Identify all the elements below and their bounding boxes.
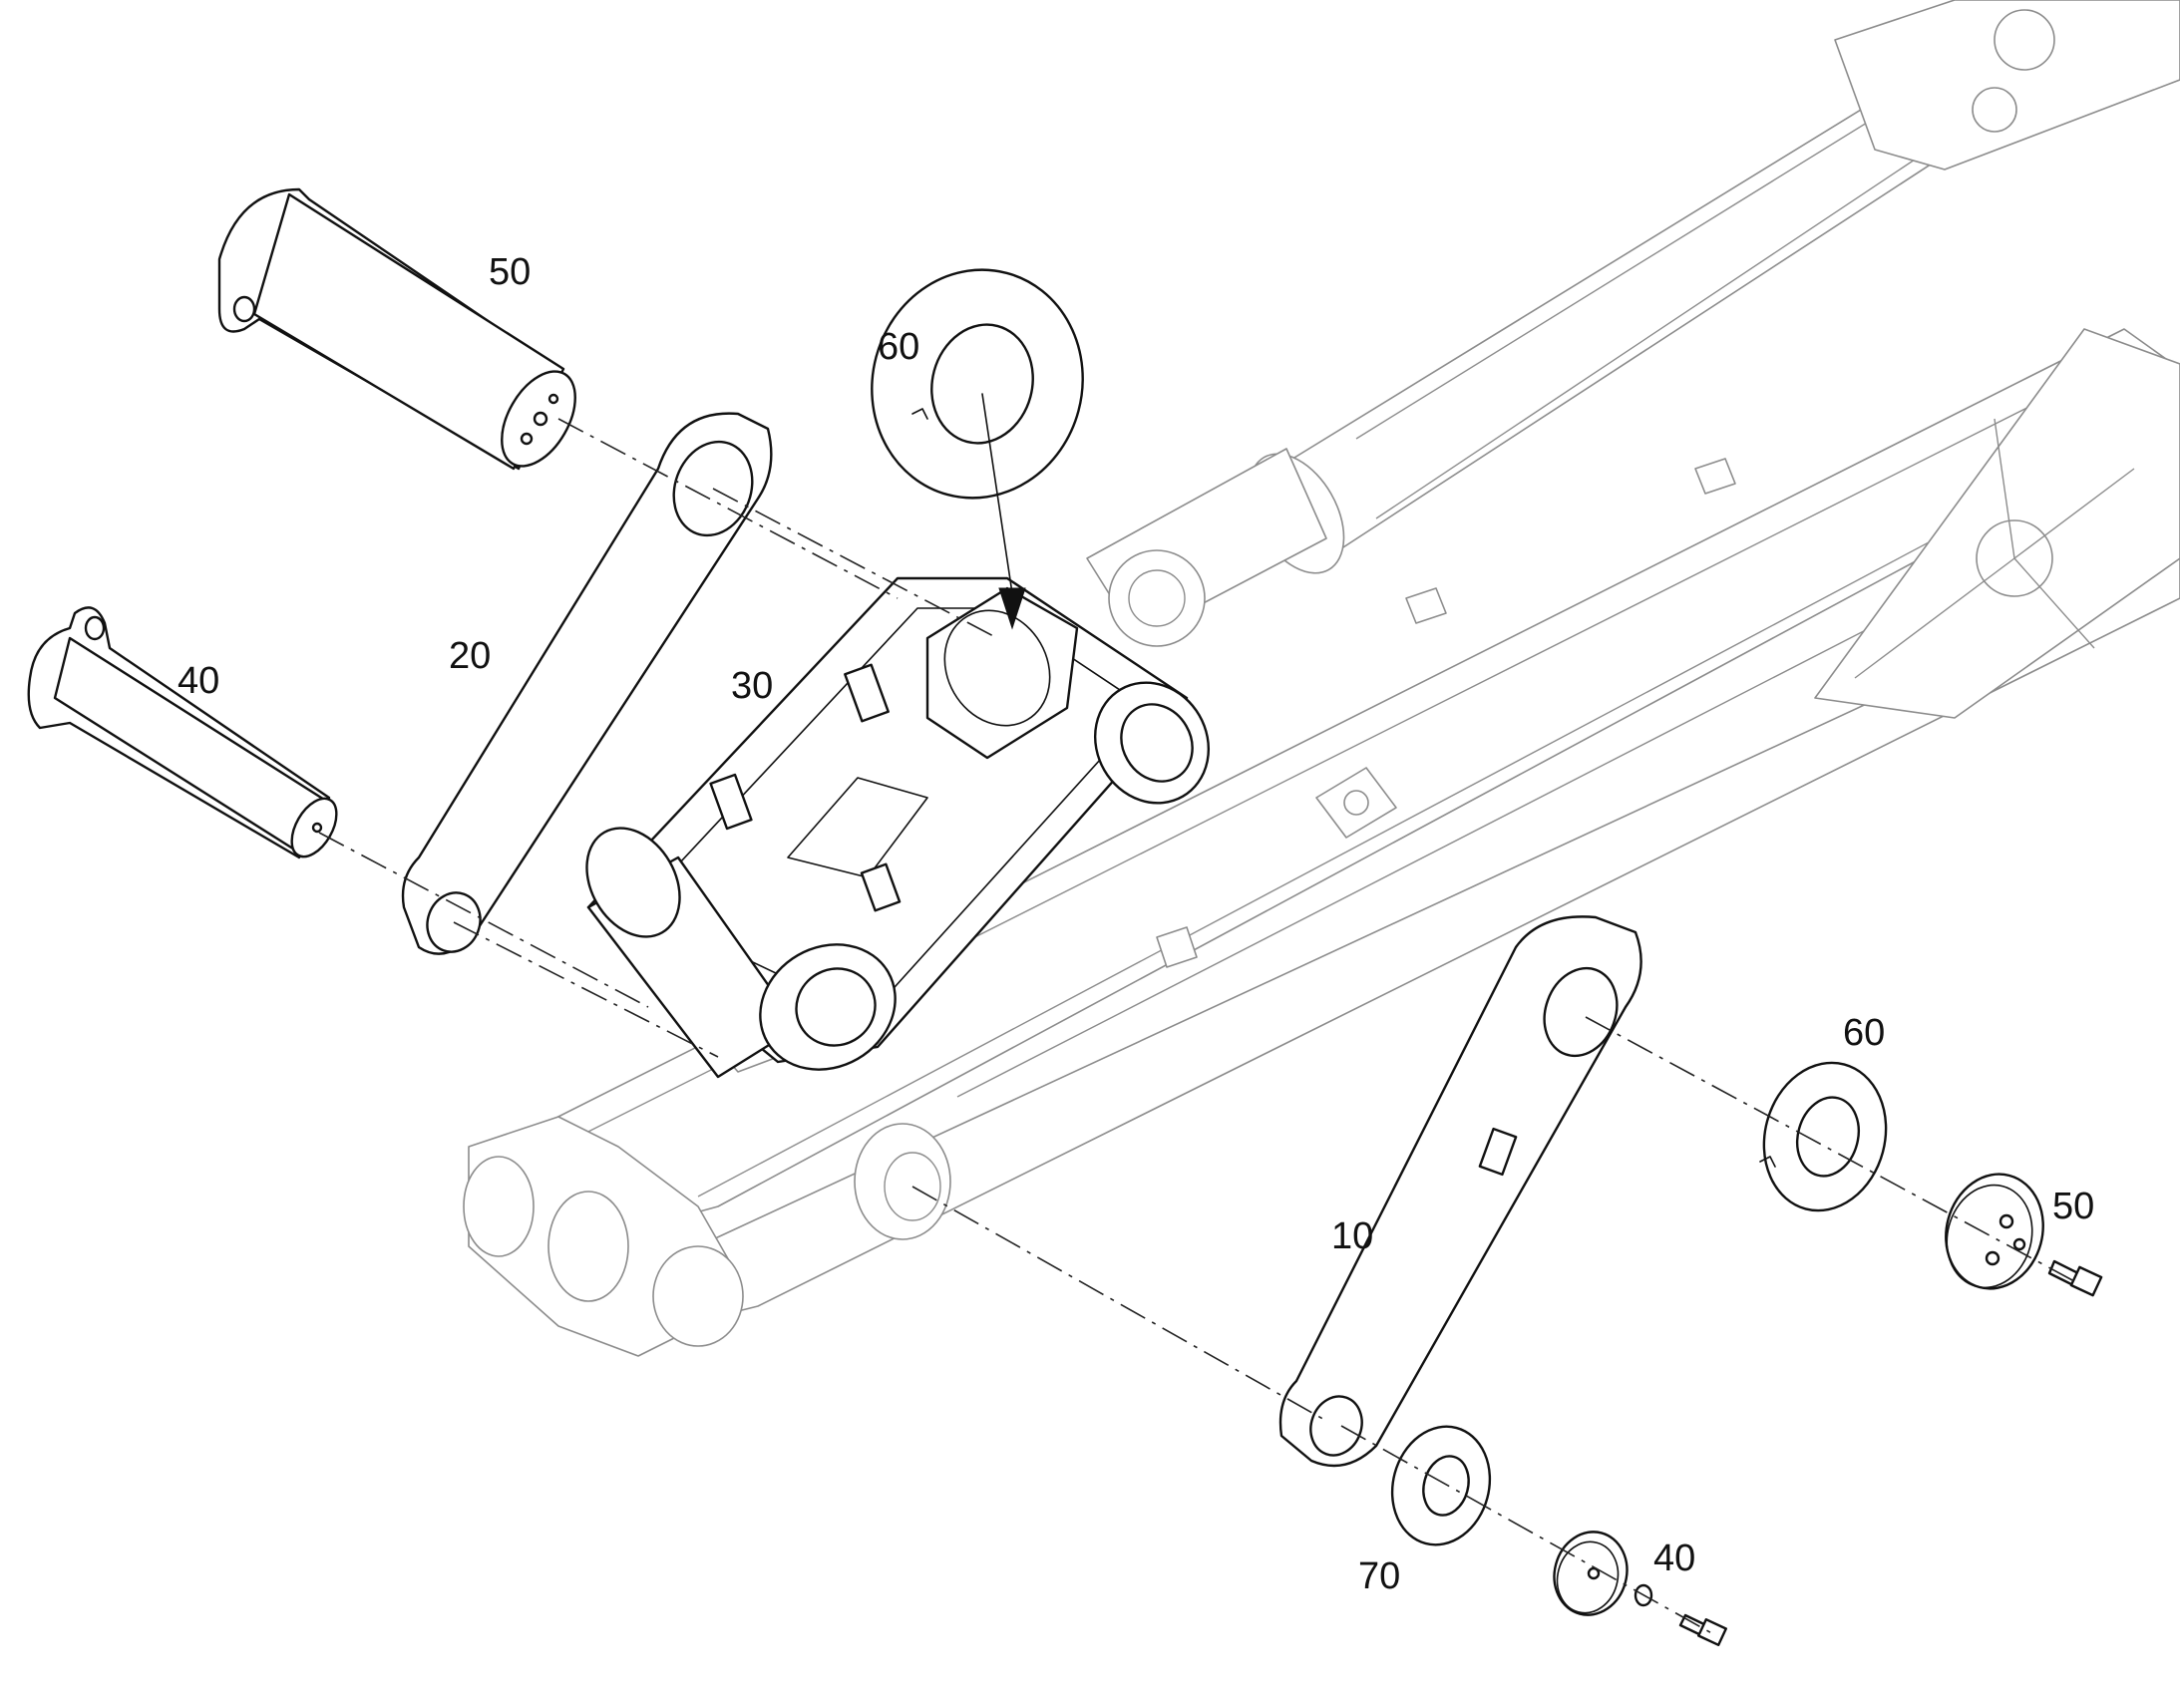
leader-arrow-60 <box>981 393 1026 630</box>
washer-60-lower <box>1759 1061 1888 1212</box>
bolt-lower-right <box>2047 1259 2103 1297</box>
assembly-lines <box>318 418 2075 1636</box>
callout-40-upper: 40 <box>178 660 219 702</box>
end-plate-50-lower <box>1945 1173 2044 1290</box>
boom-frame <box>463 0 2180 1357</box>
connecting-link-30 <box>585 576 1211 1079</box>
callout-70: 70 <box>1358 1555 1400 1597</box>
callout-10: 10 <box>1331 1215 1373 1257</box>
link-10 <box>1278 915 1642 1468</box>
pin-40-upper <box>27 606 338 859</box>
callout-20: 20 <box>449 635 491 677</box>
washer-70 <box>1390 1425 1492 1546</box>
callout-60-upper: 60 <box>878 326 919 368</box>
callout-30: 30 <box>731 665 773 707</box>
callout-60-lower: 60 <box>1843 1012 1885 1054</box>
end-plate-40-lower <box>1553 1531 1629 1616</box>
callout-50-lower: 50 <box>2052 1186 2094 1227</box>
callout-50-upper: 50 <box>489 251 531 293</box>
callout-40-lower: 40 <box>1653 1537 1695 1579</box>
washer-60-upper <box>871 268 1084 500</box>
pin-50-upper <box>217 187 576 471</box>
